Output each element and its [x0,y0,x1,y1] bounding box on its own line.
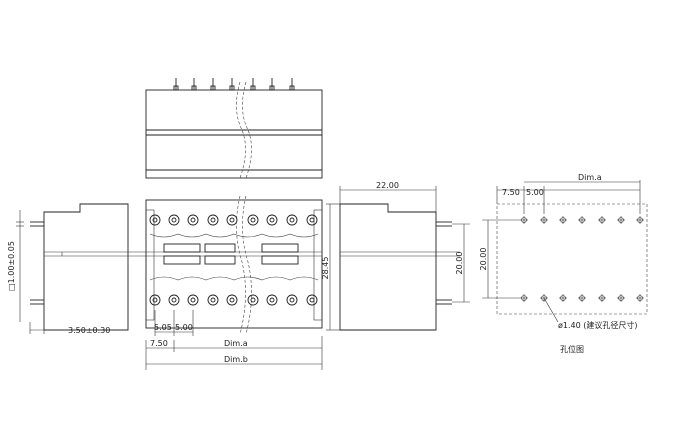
hole-caption: 孔位图 [560,344,584,354]
height-label: 28.45 [321,257,330,280]
hole-row-spacing-label: 20.00 [479,248,488,271]
pin-size-label: □1.00±0.05 [7,241,16,291]
hole-pitch-a-label: 7.50 [502,188,520,197]
top-terminal-row [149,214,319,238]
row-spacing-label: 20.00 [455,252,464,275]
pitch-c-label: 5.00 [175,323,193,332]
left-side-view: □1.00±0.05 3.50±0.30 [7,203,146,335]
pitch-side-label: 3.50±0.30 [68,326,110,335]
pitch-a-label: 7.50 [150,339,168,348]
hole-layout: 7.50 5.00 Dim.a [479,173,648,354]
hole-row-top [520,216,644,224]
bottom-terminal-row [149,276,319,306]
hole-dim-a-label: Dim.a [578,173,602,182]
right-side-view: 22.00 28.45 20.00 [321,181,470,331]
middle-latches [163,243,299,265]
hole-pitch-b-label: 5.00 [526,188,544,197]
hole-row-bottom [520,294,644,302]
pitch-b-label: 5.05 [154,323,172,332]
top-view [145,78,323,179]
top-width-label: 22.00 [376,181,399,190]
front-view: 5.05 5.00 7.50 Dim.a Dim.b [145,195,323,370]
dim-a-label: Dim.a [224,339,248,348]
dim-b-label: Dim.b [224,355,248,364]
hole-dia-label: ø1.40 (建议孔径尺寸) [558,320,638,330]
